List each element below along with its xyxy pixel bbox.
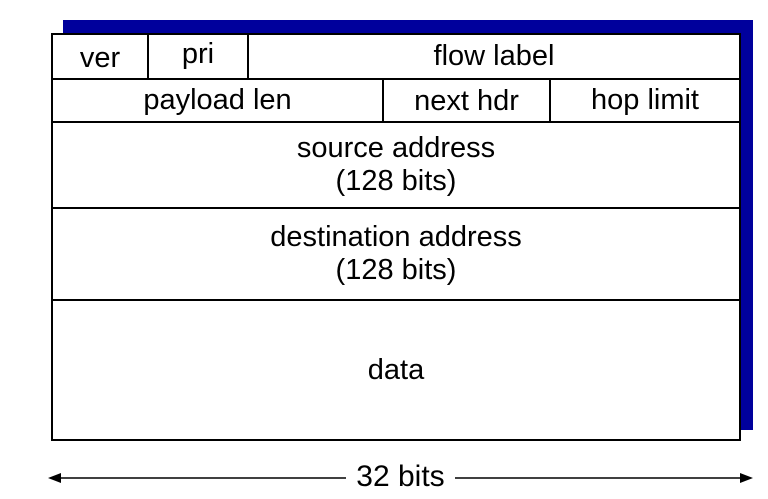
field-source-address: source address (128 bits) [53,123,739,207]
width-label: 32 bits [346,460,455,493]
field-pri: pri [149,35,249,78]
field-next-hdr: next hdr [384,80,551,121]
header-row-destination: destination address (128 bits) [53,209,739,301]
field-data: data [367,353,425,386]
destination-address-label: destination address [270,221,522,253]
arrowhead-left-icon [48,473,61,483]
width-ruler: 32 bits [48,460,753,494]
field-destination-address: destination address (128 bits) [53,209,739,299]
destination-address-size: (128 bits) [335,254,457,286]
data-row: data [53,301,739,439]
arrowhead-right-icon [740,473,753,483]
field-hop-limit: hop limit [591,84,699,116]
field-ver: ver [53,35,149,78]
source-address-label: source address [296,132,496,164]
source-address-size: (128 bits) [335,165,457,197]
header-row-source: source address (128 bits) [53,123,739,209]
header-row-2: payload len next hdr hop limit [53,80,739,123]
field-payload-len: payload len [53,80,384,121]
header-row-1: ver pri flow label [53,35,739,80]
ipv6-header-diagram: ver pri flow label payload len next hdr … [51,33,741,441]
field-flow-label: flow label [433,40,555,72]
